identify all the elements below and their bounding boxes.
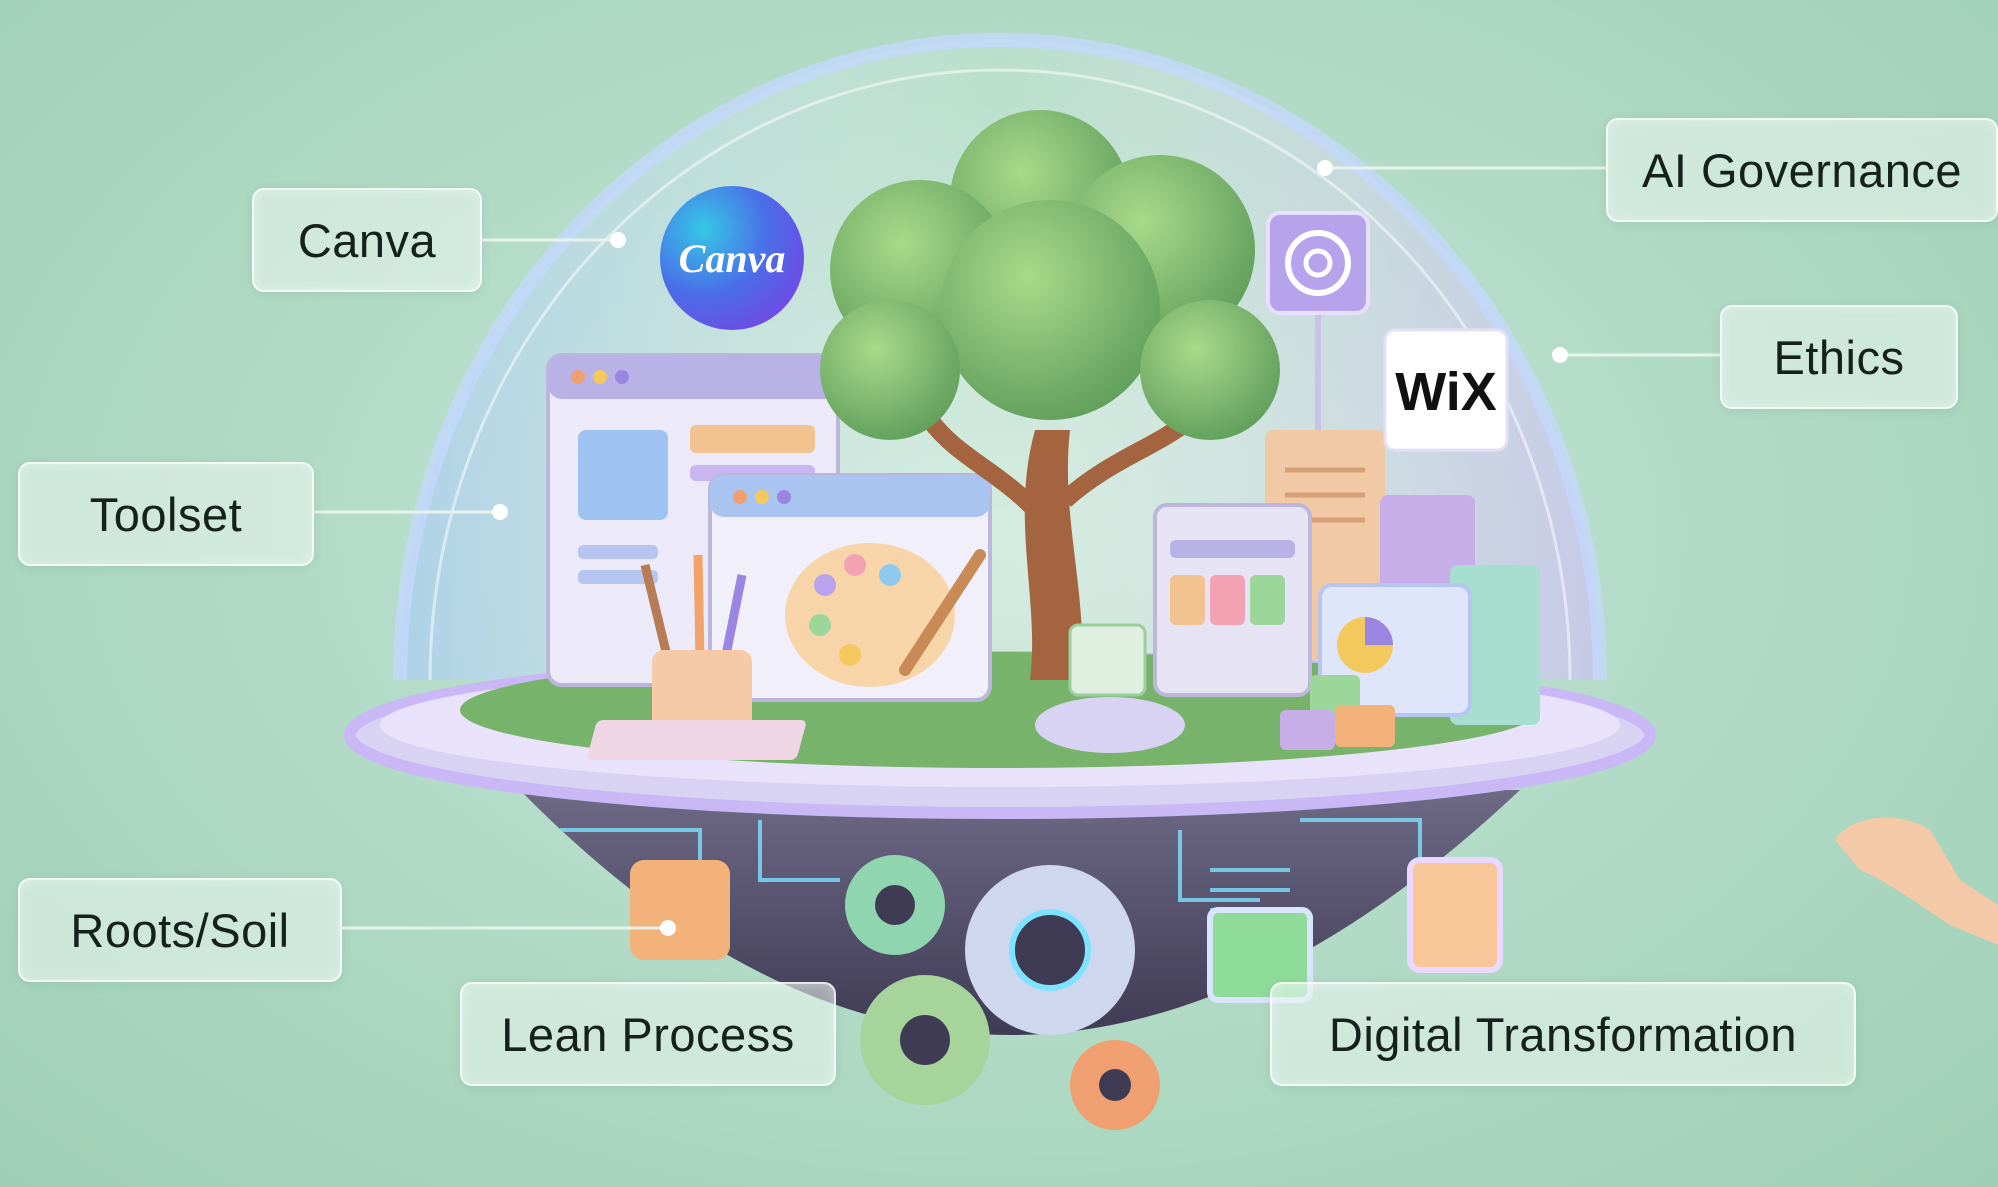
gear-icon bbox=[965, 865, 1135, 1035]
svg-text:Canva: Canva bbox=[679, 236, 786, 281]
canva-logo: Canva bbox=[660, 186, 804, 330]
small-bar-chart bbox=[1068, 623, 1147, 697]
paint-palette-icon bbox=[785, 543, 986, 687]
gear-icon bbox=[860, 975, 990, 1105]
round-base bbox=[1035, 697, 1185, 753]
building-block-teal bbox=[1450, 565, 1540, 725]
chip-green bbox=[1207, 907, 1313, 1003]
svg-text:WiX: WiX bbox=[1395, 362, 1497, 422]
block-lilac bbox=[1280, 710, 1335, 750]
chip-orange bbox=[630, 860, 730, 960]
openai-knot-icon bbox=[1266, 211, 1370, 315]
gear-icon bbox=[1070, 1040, 1160, 1130]
label-ethics: Ethics bbox=[1720, 305, 1958, 409]
document-card bbox=[1153, 503, 1312, 697]
hand-illustration bbox=[1835, 817, 1998, 945]
label-toolset: Toolset bbox=[18, 462, 314, 566]
label-digital-transformation: Digital Transformation bbox=[1270, 982, 1856, 1086]
label-canva: Canva bbox=[252, 188, 482, 292]
chip-peach bbox=[1407, 857, 1503, 973]
label-roots-soil: Roots/Soil bbox=[18, 878, 342, 982]
gear-icon bbox=[845, 855, 945, 955]
block-orange bbox=[1335, 705, 1395, 747]
label-lean-process: Lean Process bbox=[460, 982, 836, 1086]
wix-logo: WiX bbox=[1383, 328, 1509, 452]
label-ai-governance: AI Governance bbox=[1606, 118, 1998, 222]
brush-pot-icon bbox=[640, 554, 752, 742]
tree-illustration bbox=[820, 110, 1280, 680]
